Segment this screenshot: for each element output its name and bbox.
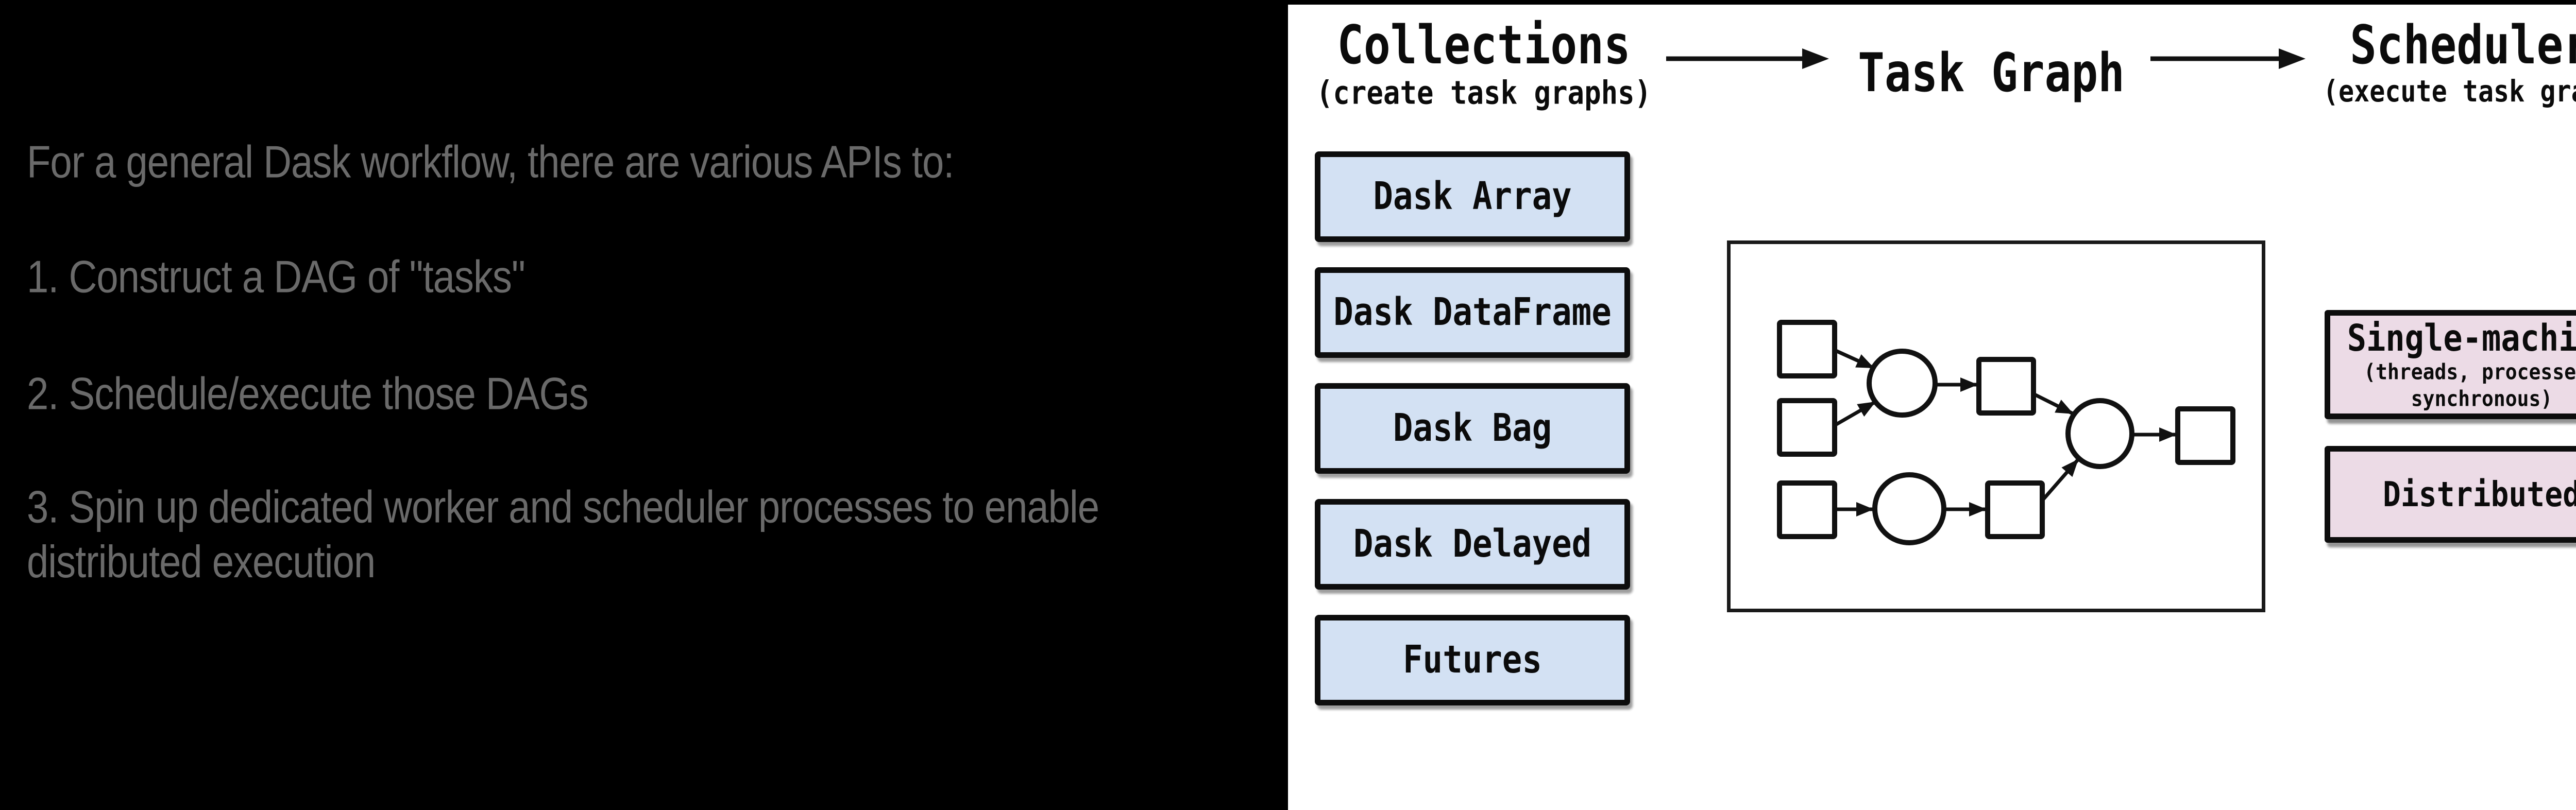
task-square-5 xyxy=(1985,480,2045,539)
task-square-2 xyxy=(1777,398,1837,457)
scheduler-box-title: Single-machine xyxy=(2347,316,2576,359)
scheduler-box-distributed: Distributed xyxy=(2325,446,2576,543)
collection-box-futures: Futures xyxy=(1315,615,1630,705)
list-item-1: 1. Construct a DAG of "tasks" xyxy=(27,251,526,303)
task-circle-1 xyxy=(1867,349,1938,418)
scheduler-box-subtitle-line-2: synchronous) xyxy=(2411,386,2553,411)
task-graph-figure xyxy=(1727,240,2265,612)
task-square-1 xyxy=(1777,320,1837,378)
arrow-right-icon xyxy=(1666,48,1829,69)
task-square-3 xyxy=(1777,480,1837,539)
scheduler-box-title: Distributed xyxy=(2382,474,2576,515)
task-edge-2 xyxy=(1834,400,1876,427)
task-circle-3 xyxy=(2065,398,2134,469)
collection-box-dask-array: Dask Array xyxy=(1315,151,1630,242)
list-item-2: 2. Schedule/execute those DAGs xyxy=(27,368,589,420)
flow-header-collections: Collections xyxy=(1337,14,1631,76)
collection-box-dask-delayed: Dask Delayed xyxy=(1315,499,1630,590)
collection-box-label: Futures xyxy=(1403,638,1542,682)
flow-subtitle-collections: (create task graphs) xyxy=(1316,74,1652,112)
collection-box-dask-dataframe: Dask DataFrame xyxy=(1315,267,1630,358)
intro-text: For a general Dask workflow, there are v… xyxy=(27,136,954,188)
top-border-line xyxy=(0,0,2576,5)
collection-box-label: Dask Array xyxy=(1373,175,1572,219)
task-square-4 xyxy=(1976,357,2036,416)
scheduler-box-single-machine: Single-machine (threads, processes, sync… xyxy=(2325,310,2576,419)
flow-header-task-graph: Task Graph xyxy=(1858,42,2125,104)
flow-subtitle-schedulers: (execute task graphs) xyxy=(2323,74,2576,109)
arrow-right-icon xyxy=(2150,48,2306,69)
left-text-panel: For a general Dask workflow, there are v… xyxy=(0,0,1288,810)
task-edge-7 xyxy=(2041,458,2079,502)
collection-box-label: Dask DataFrame xyxy=(1333,290,1612,335)
collection-box-dask-bag: Dask Bag xyxy=(1315,383,1630,474)
scheduler-box-subtitle-line-1: (threads, processes, xyxy=(2364,359,2576,384)
task-edge-1 xyxy=(1834,348,1874,370)
collection-box-label: Dask Bag xyxy=(1393,406,1552,451)
flow-header-schedulers: Schedulers xyxy=(2350,14,2576,76)
list-item-3-line-2: distributed execution xyxy=(27,537,376,588)
task-circle-2 xyxy=(1872,472,1946,545)
list-item-3: 3. Spin up dedicated worker and schedule… xyxy=(27,480,1099,590)
list-item-3-line-1: 3. Spin up dedicated worker and schedule… xyxy=(27,481,1099,533)
collection-box-label: Dask Delayed xyxy=(1353,522,1592,566)
task-square-6 xyxy=(2175,406,2235,465)
task-edge-4 xyxy=(2033,392,2074,416)
